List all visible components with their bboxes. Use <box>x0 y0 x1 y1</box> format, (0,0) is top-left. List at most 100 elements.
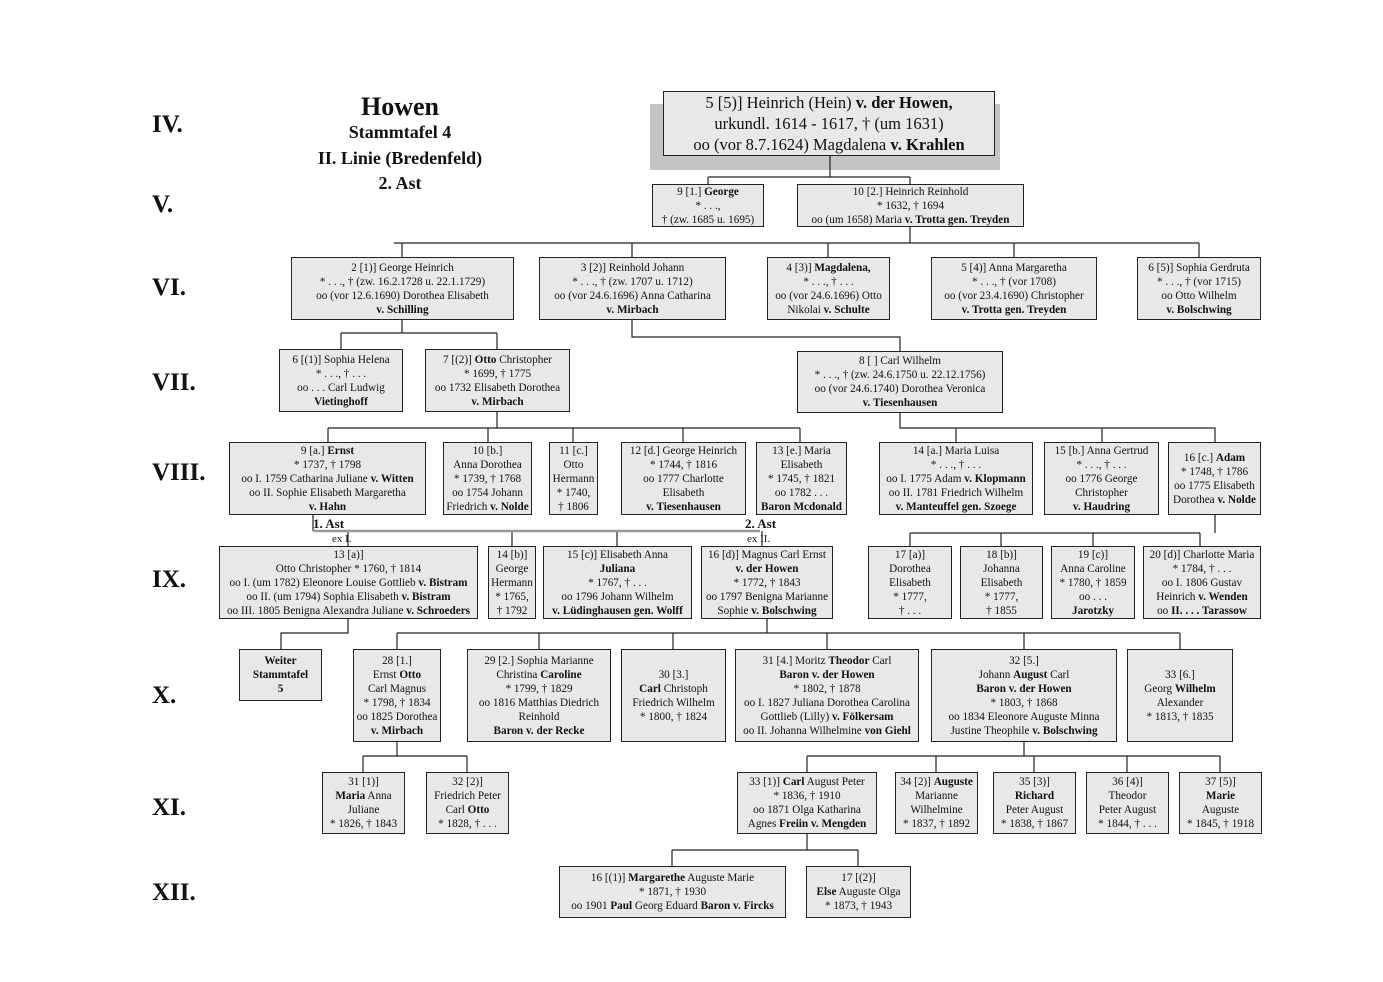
text: oo 1732 Elisabeth Dorothea <box>434 381 561 394</box>
name-bold: v. Trotta gen. Treyden <box>961 303 1067 316</box>
text: * . . ., † (vor 1708) <box>972 275 1056 288</box>
name-bold: II. . . . Tarassow <box>1171 604 1247 617</box>
box-line: * 1767, † . . . <box>544 576 691 590</box>
box-line: v. Trotta gen. Treyden <box>932 303 1096 317</box>
text: Georg <box>1144 682 1175 695</box>
box-line: 10 [2.] Heinrich Reinhold <box>798 185 1023 199</box>
name-bold: Juliana <box>599 562 636 575</box>
box-line: Nikolai v. Schulte <box>768 303 889 317</box>
branch-label-1: 1. Ast <box>313 516 345 531</box>
name-bold: Ernst <box>327 444 355 457</box>
box-line: oo 1901 Paul Georg Eduard Baron v. Firck… <box>560 899 785 913</box>
box-line: George <box>489 562 535 576</box>
name-bold: Caroline <box>540 668 582 681</box>
text: oo 1775 Elisabeth <box>1174 479 1255 492</box>
text: oo 1834 Eleonore Auguste Minna <box>948 710 1100 723</box>
box-line: † 1855 <box>961 604 1042 618</box>
box-line: * 1699, † 1775 <box>426 367 569 381</box>
box-line: * 1772, † 1843 <box>702 576 832 590</box>
text: * 1784, † . . . <box>1172 562 1232 575</box>
person-box-heinrich: 5 [5)] Heinrich (Hein) v. der Howen,urku… <box>663 91 995 156</box>
box-line: oo (vor 23.4.1690) Christopher <box>932 289 1096 303</box>
text: Hermann <box>491 576 533 589</box>
text: Friedrich Wilhelm <box>632 696 715 709</box>
box-line: * 1803, † 1868 <box>932 696 1116 710</box>
box-line: oo 1816 Matthias Diedrich <box>468 696 610 710</box>
box-line: * 1744, † 1816 <box>622 458 745 472</box>
box-line: oo 1796 Johann Wilhelm <box>544 590 691 604</box>
box-line: oo I. 1827 Juliana Dorothea Carolina <box>736 696 918 710</box>
box-line: * 1780, † 1859 <box>1052 576 1134 590</box>
text: 28 [1.] <box>382 654 412 667</box>
text: * . . ., † . . . <box>1076 458 1127 471</box>
box-line: Otto <box>550 458 597 472</box>
text: 16 [(1)] <box>590 872 629 884</box>
generation-label: IX. <box>152 566 187 593</box>
text: urkundl. 1614 - 1617, † (um 1631) <box>714 114 944 133</box>
text: * 1873, † 1943 <box>824 900 893 912</box>
text: 32 [5.] <box>1009 654 1039 667</box>
box-line: * 1632, † 1694 <box>798 199 1023 213</box>
name-bold: Magdalena, <box>814 261 871 274</box>
box-line: * 1765, <box>489 590 535 604</box>
text: 33 [6.] <box>1165 668 1195 681</box>
text: Nikolai <box>787 303 824 316</box>
box-line: 5 [5)] Heinrich (Hein) v. der Howen, <box>664 92 994 113</box>
box-line: * 1739, † 1768 <box>444 472 531 486</box>
text: Auguste Olga <box>836 886 901 898</box>
person-box: 14 [a.] Maria Luisa* . . ., † . . .oo I.… <box>879 442 1033 515</box>
box-line: * 1784, † . . . <box>1144 562 1260 576</box>
name-bold: 5 <box>277 683 284 695</box>
person-box: 20 [d)] Charlotte Maria* 1784, † . . .oo… <box>1143 546 1261 619</box>
box-line: Agnes Freiin v. Mengden <box>738 817 876 831</box>
box-line: v. Lüdinghausen gen. Wolff <box>544 604 691 618</box>
text: 19 [c)] <box>1077 548 1109 561</box>
box-line: 20 [d)] Charlotte Maria <box>1144 548 1260 562</box>
box-line: 17 [a)] <box>869 548 951 562</box>
box-line: Baron v. der Recke <box>468 724 610 738</box>
box-line: * . . ., † . . . <box>1045 458 1158 472</box>
box-line: oo 1775 Elisabeth <box>1169 479 1260 493</box>
text: oo 1871 Olga Katharina <box>753 804 861 816</box>
text: * . . ., † (vor 1715) <box>1157 275 1241 288</box>
box-line: * . . ., † . . . <box>880 458 1032 472</box>
text: Theodor <box>1108 790 1147 802</box>
box-line: Stammtafel <box>240 668 321 682</box>
box-line: Baron v. der Howen <box>932 682 1116 696</box>
text: 6 [5)] Sophia Gerdruta <box>1148 261 1250 274</box>
text: Wilhelmine <box>910 804 963 816</box>
name-bold: Baron v. der Howen <box>779 668 875 681</box>
person-box: 16 [(1)] Margarethe Auguste Marie* 1871,… <box>559 866 786 918</box>
box-line: * . . ., <box>653 199 763 213</box>
box-line: Alexander <box>1128 696 1232 710</box>
text: Alexander <box>1156 696 1204 709</box>
name-bold: Auguste <box>933 776 973 788</box>
box-line: v. Schilling <box>292 303 513 317</box>
text: 9 [a.] <box>300 444 328 457</box>
box-line: 6 [(1)] Sophia Helena <box>280 353 402 367</box>
text: * 1632, † 1694 <box>876 199 945 212</box>
text: 31 [1)] <box>348 776 379 788</box>
box-line: oo III. 1805 Benigna Alexandra Juliane v… <box>220 604 477 618</box>
box-line: oo 1834 Eleonore Auguste Minna <box>932 710 1116 724</box>
box-line: v. Mirbach <box>540 303 725 317</box>
text: 14 [b)] <box>496 548 528 561</box>
box-line: oo I. 1759 Catharina Juliane v. Witten <box>230 472 425 486</box>
box-line: 35 [3)] <box>994 775 1075 789</box>
box-line: 31 [4.] Moritz Theodor Carl <box>736 654 918 668</box>
text: Agnes <box>747 818 780 830</box>
name-bold: v. Bistram <box>418 576 468 589</box>
box-line: oo II. Sophie Elisabeth Margaretha <box>230 486 425 500</box>
box-line: v. Bolschwing <box>1138 303 1260 317</box>
text: 36 [4)] <box>1112 776 1143 788</box>
name-bold: Maria <box>335 790 366 802</box>
text: Georg Eduard <box>632 900 701 912</box>
box-line: v. Manteuffel gen. Szoege <box>880 500 1032 514</box>
box-line: * . . ., † (zw. 1707 u. 1712) <box>540 275 725 289</box>
